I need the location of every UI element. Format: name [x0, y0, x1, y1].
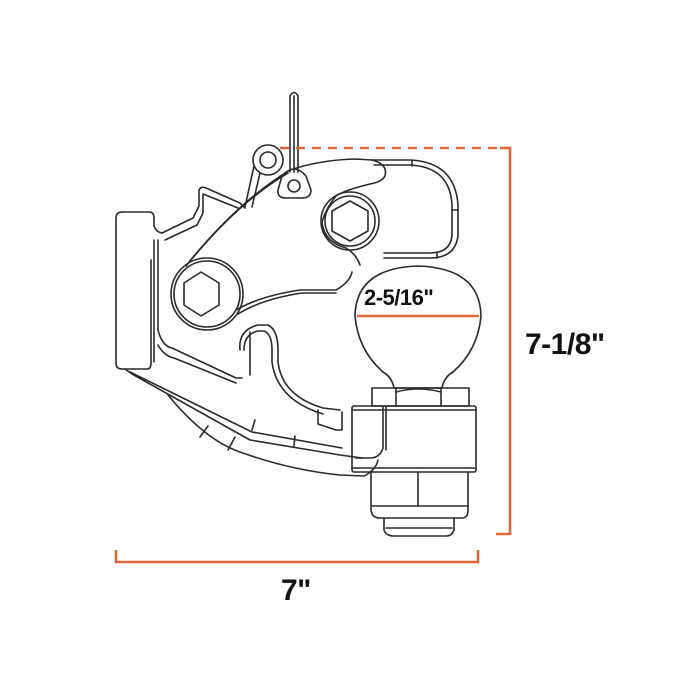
- ball-shank-nut: [371, 387, 470, 407]
- lock-bolt: [320, 191, 380, 266]
- hook-body-top: [371, 159, 459, 259]
- ball-diameter-label: 2-5/16": [364, 285, 434, 310]
- mounting-plate: [115, 211, 163, 370]
- overall-height-label: 7-1/8": [525, 328, 605, 361]
- ball-mount-block: [351, 405, 477, 473]
- width-bracket: [114, 550, 480, 564]
- height-bracket: [496, 146, 512, 536]
- lower-nut: [370, 471, 469, 537]
- hook-upper-bracket: [161, 186, 246, 241]
- latch-ring: [244, 144, 284, 208]
- safety-pin: [277, 91, 312, 199]
- overall-width-label: 7": [281, 574, 311, 607]
- dimension-lines: [114, 146, 512, 564]
- pivot-bolt: [170, 257, 244, 331]
- hook-jaw: [124, 324, 379, 477]
- latch-plate: [185, 158, 387, 315]
